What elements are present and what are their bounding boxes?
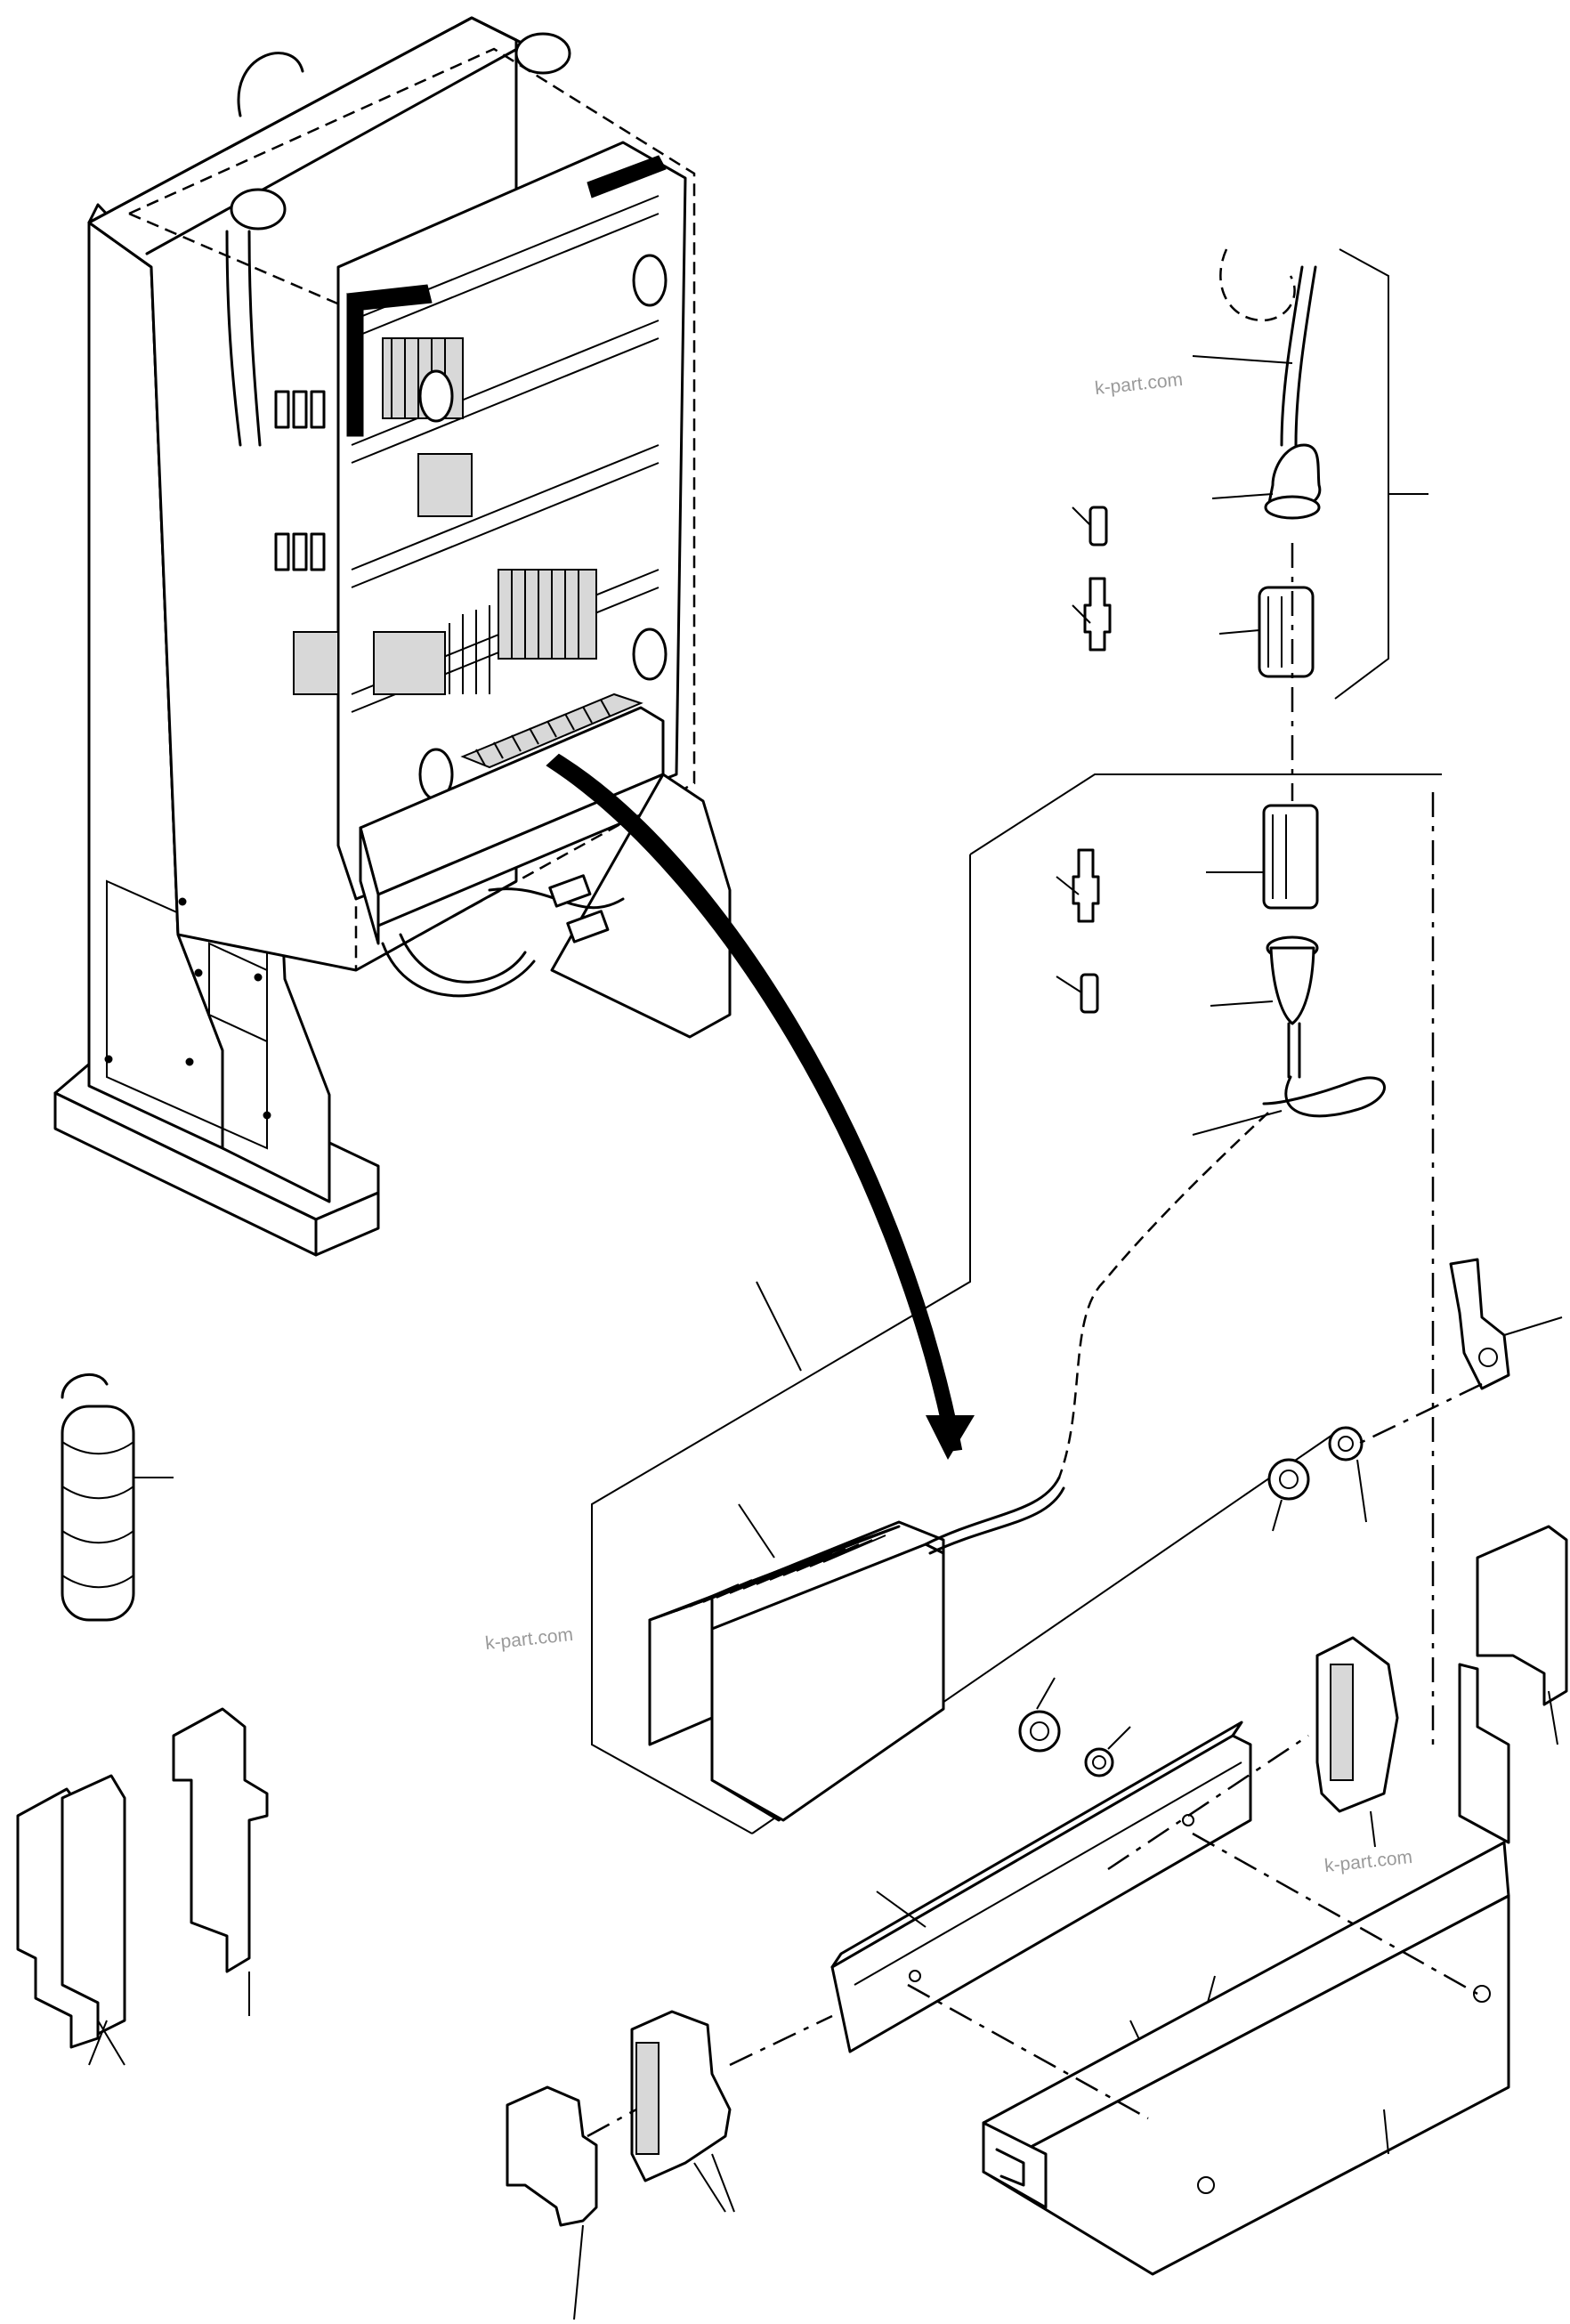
electrical-cabinet	[53, 16, 732, 1257]
curved-arrow	[546, 753, 963, 1453]
callout-leaders	[1056, 355, 1293, 1136]
ground-tab	[1352, 1258, 1563, 1448]
spiral-wrap	[61, 1373, 174, 1622]
control-module	[648, 1281, 1065, 1822]
terminal-clamps	[506, 1525, 1568, 2320]
module-frame	[969, 773, 1442, 855]
arrow-head-icon	[926, 1415, 975, 1460]
terminal-end-plates	[16, 1707, 269, 2066]
mounting-bracket	[907, 1663, 1510, 2276]
din-rail	[830, 1721, 1252, 2053]
connector-assembly	[1057, 248, 1435, 1745]
